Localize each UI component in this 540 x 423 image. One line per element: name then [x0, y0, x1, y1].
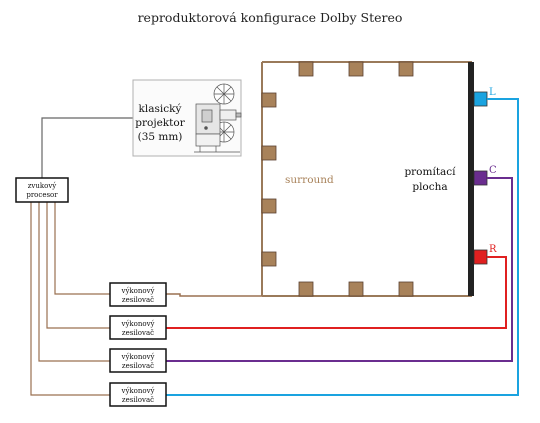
- amplifier-label-line-1: výkonový: [121, 353, 155, 361]
- surround-speaker-top-2: [348, 61, 364, 77]
- amplifier-label-line-2: zesilovač: [122, 329, 154, 337]
- projector-illustration: [194, 83, 242, 153]
- wire-left-channel: [166, 98, 519, 396]
- amplifier-label-line-1: výkonový: [121, 387, 155, 395]
- wire-right-channel: [166, 256, 507, 329]
- projector-label-line-1: klasický: [139, 102, 182, 115]
- projector-box: klasický projektor (35 mm): [132, 79, 242, 157]
- channel-label-R: R: [489, 244, 497, 255]
- wire-projector-processor: [41, 117, 133, 178]
- amplifier-label-line-1: výkonový: [121, 287, 155, 295]
- surround-label: surround: [285, 174, 334, 186]
- amplifier-label-line-1: výkonový: [121, 320, 155, 328]
- sound-processor-box: zvukový procesor: [15, 177, 69, 203]
- screen-label-line-1: promítací: [404, 166, 456, 178]
- surround-speaker-left-4: [261, 251, 277, 267]
- amplifier-label-line-2: zesilovač: [122, 296, 154, 304]
- surround-speaker-left-1: [261, 92, 277, 108]
- wire-processor-amp-4: [30, 202, 110, 396]
- amplifier-right: výkonový zesilovač: [109, 315, 167, 340]
- diagram-title: reproduktorová konfigurace Dolby Stereo: [138, 10, 403, 25]
- speaker-left: [473, 91, 488, 107]
- surround-speaker-bottom-2: [348, 281, 364, 297]
- channel-label-C: C: [489, 165, 497, 176]
- wire-surround-channel: [166, 293, 262, 297]
- amplifier-surround: výkonový zesilovač: [109, 282, 167, 307]
- wire-processor-amp-2: [46, 202, 110, 329]
- amplifier-label-line-2: zesilovač: [122, 396, 154, 404]
- surround-speaker-left-2: [261, 145, 277, 161]
- processor-to-amplifier-wires: [30, 202, 110, 396]
- amplifier-left: výkonový zesilovač: [109, 382, 167, 407]
- wire-processor-amp-3: [38, 202, 110, 362]
- speaker-right: [473, 249, 488, 265]
- surround-speaker-top-3: [398, 61, 414, 77]
- processor-label-line-1: zvukový: [28, 182, 57, 190]
- wire-processor-amp-1: [54, 202, 110, 295]
- surround-speaker-bottom-1: [298, 281, 314, 297]
- surround-speaker-top-1: [298, 61, 314, 77]
- projection-screen: [468, 62, 474, 296]
- surround-speakers: [261, 61, 414, 297]
- surround-speaker-bottom-3: [398, 281, 414, 297]
- projector-label-line-2: projektor: [135, 117, 185, 129]
- speaker-center: [473, 170, 488, 186]
- channel-label-L: L: [489, 87, 496, 98]
- projector-label-line-3: (35 mm): [138, 131, 183, 143]
- amplifier-label-line-2: zesilovač: [122, 362, 154, 370]
- processor-label-line-2: procesor: [26, 191, 58, 199]
- surround-speaker-left-3: [261, 198, 277, 214]
- screen-label-line-2: plocha: [412, 181, 447, 193]
- amplifier-center: výkonový zesilovač: [109, 348, 167, 373]
- wire-center-channel: [166, 177, 513, 362]
